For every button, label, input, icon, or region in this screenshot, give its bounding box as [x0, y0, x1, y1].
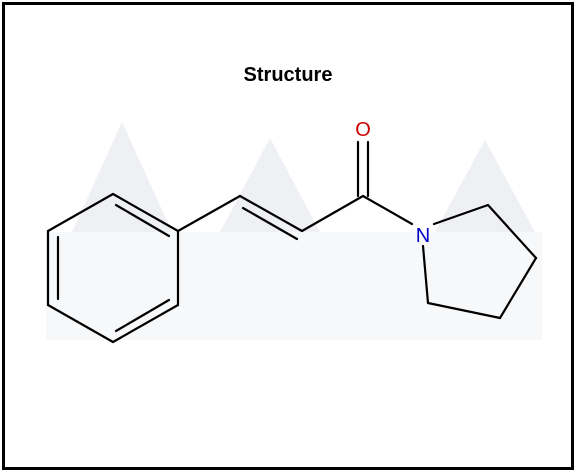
panel-title: Structure — [243, 64, 333, 86]
ring-bond-1 — [111, 192, 180, 233]
ring-bond-4 — [46, 303, 115, 344]
watermark-band — [46, 232, 542, 340]
pyrrolidine-bond-2 — [486, 203, 538, 260]
ring-double-inner-2 — [114, 298, 171, 333]
carbonyl-carbon-bond — [300, 194, 365, 233]
ring-bond-3 — [111, 303, 180, 344]
watermark-shape-3 — [435, 140, 535, 232]
vinyl-bond-1 — [176, 194, 242, 233]
oxygen-label: O — [355, 119, 371, 141]
pyrrolidine-bond-3 — [498, 256, 538, 320]
watermark-shape-2 — [220, 138, 320, 232]
nitrogen-label: N — [416, 225, 430, 247]
bonds — [46, 140, 538, 344]
watermark — [46, 122, 542, 340]
alkene-double-inner — [241, 206, 299, 241]
pyrrolidine-bond-5 — [421, 244, 430, 305]
ring-bond-6 — [46, 192, 115, 233]
amide-bond — [361, 194, 414, 226]
pyrrolidine-bond-4 — [426, 301, 502, 320]
ring-double-inner-1 — [114, 203, 171, 238]
alkene-bond — [238, 194, 304, 233]
pyrrolidine-bond-1 — [432, 203, 490, 226]
watermark-shape-1 — [72, 122, 172, 232]
